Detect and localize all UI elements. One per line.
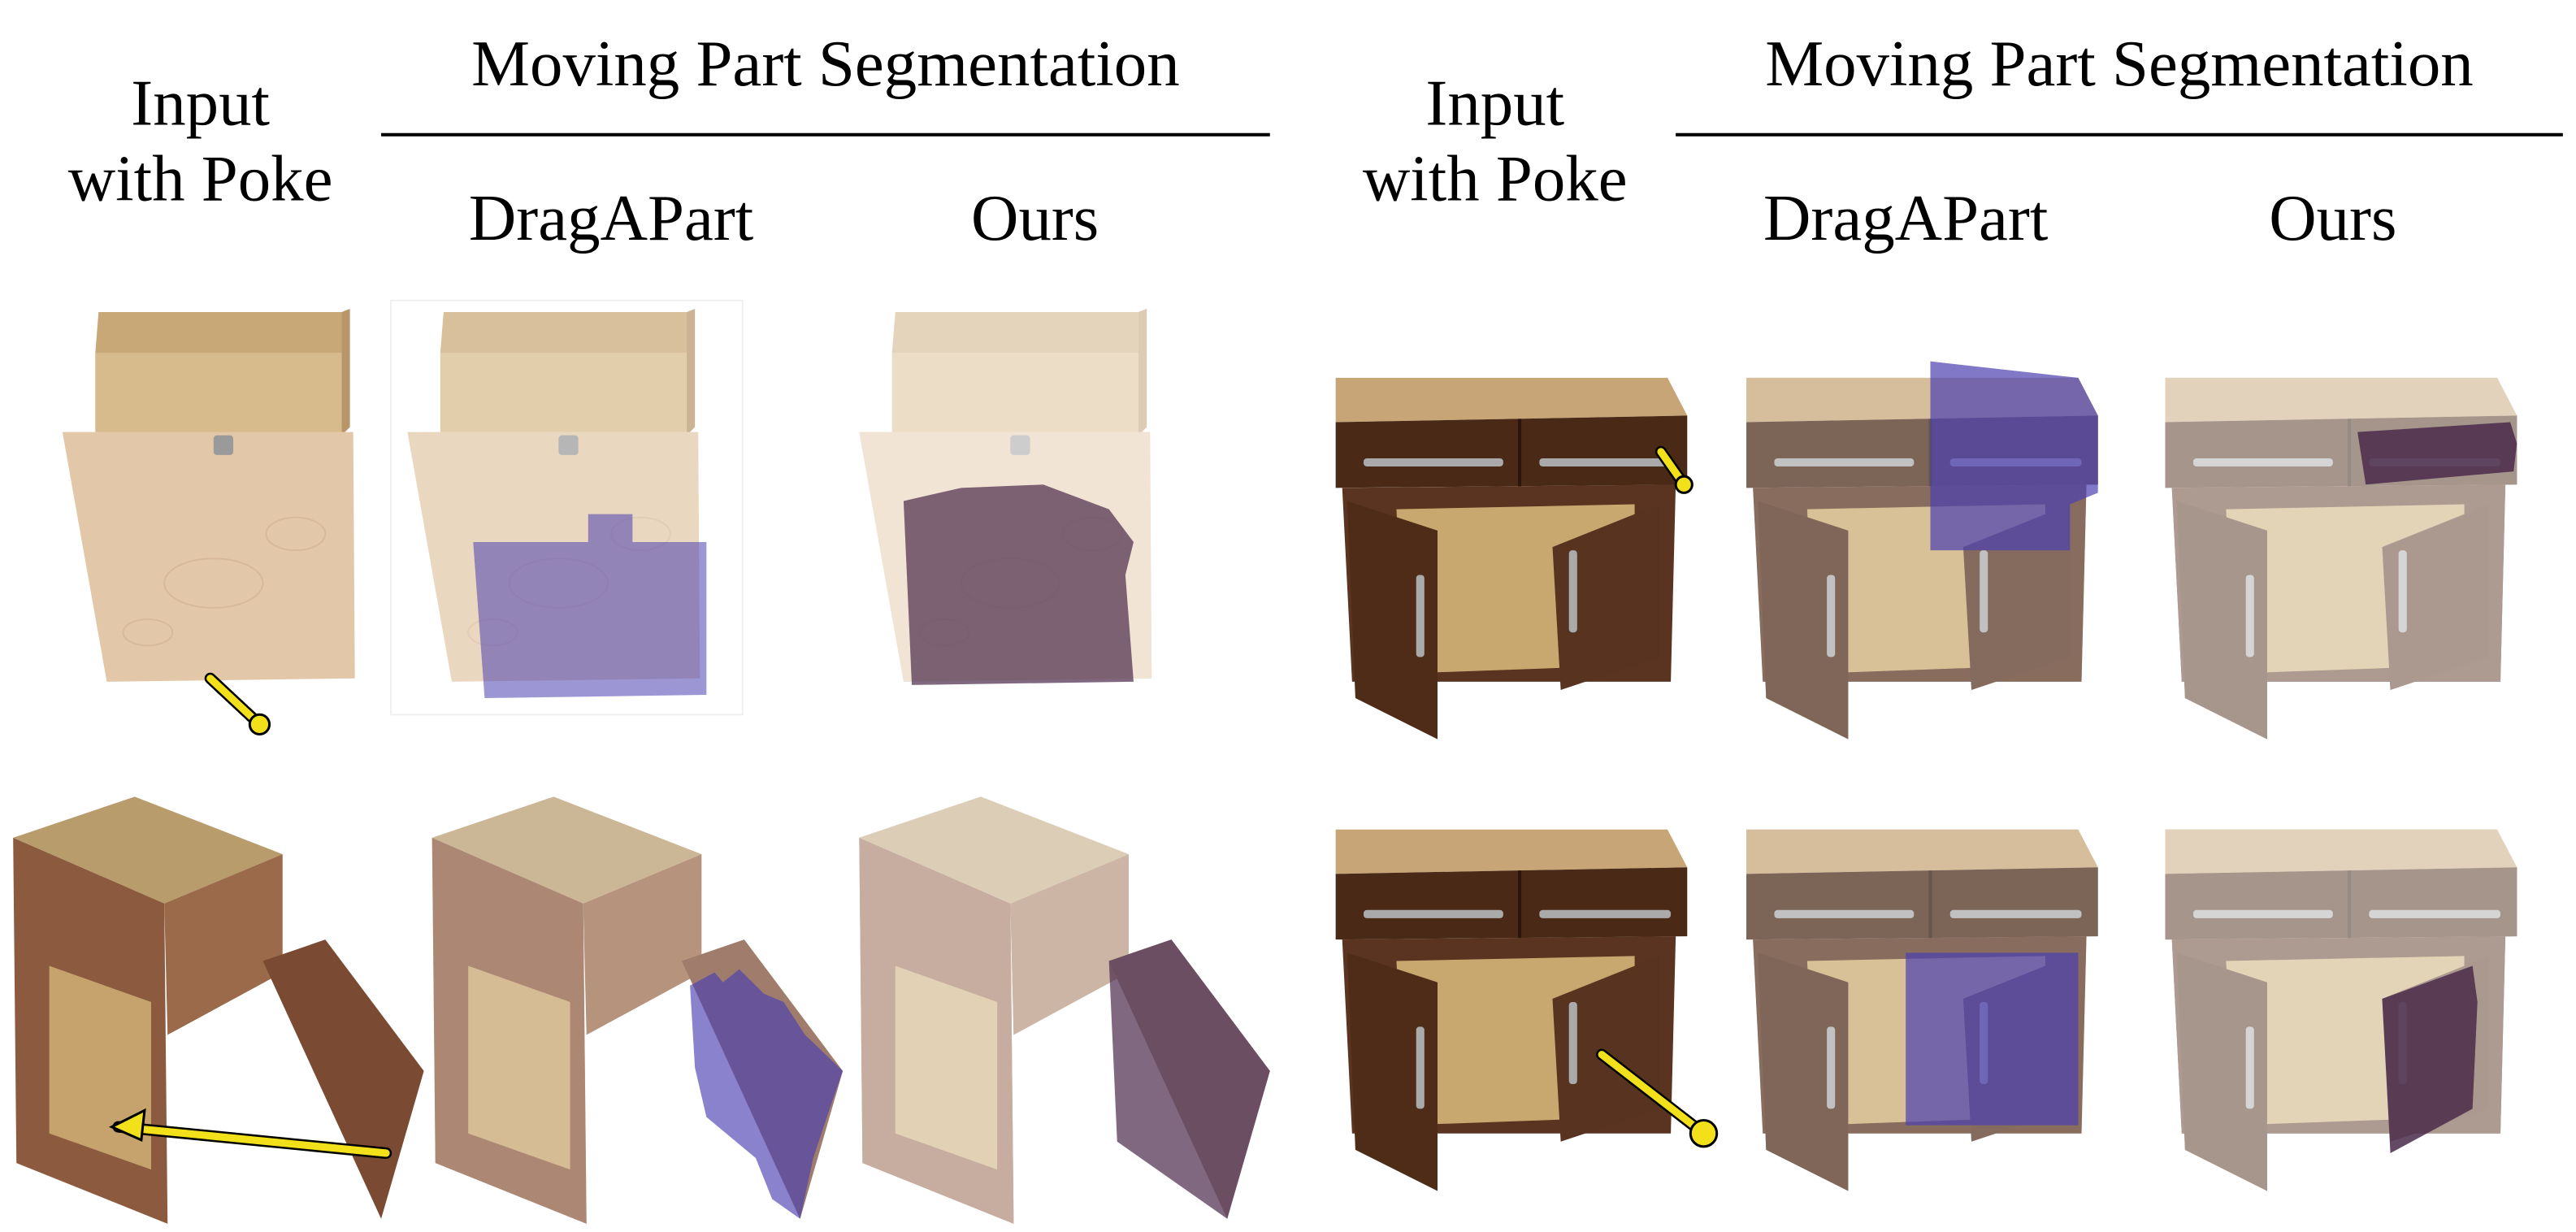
- right-door: [1552, 956, 1659, 1142]
- ours-mask: [2382, 965, 2478, 1153]
- left-door: [1758, 501, 1849, 740]
- cabinet-illustration: [859, 309, 1152, 685]
- row1-left-input-image: [50, 304, 362, 740]
- door-handle-right: [1568, 550, 1577, 633]
- cabinet-illustration: [2165, 829, 2517, 1191]
- cabinet-illustration: [13, 796, 424, 1224]
- right-input-label: Input with Poke: [1331, 66, 1659, 217]
- left-door: [1347, 501, 1438, 740]
- drawer-front: [62, 432, 355, 682]
- right-group-title: Moving Part Segmentation: [1765, 26, 2474, 101]
- left-group-title: Moving Part Segmentation: [471, 26, 1180, 101]
- left-col-dragapart: DragAPart: [468, 180, 754, 255]
- drawer-handle-left: [1774, 458, 1915, 467]
- cabinet-right-frame: [164, 854, 283, 1035]
- drawer-handle-right: [1539, 458, 1672, 467]
- cabinet-top: [13, 796, 283, 904]
- drawer-handle-right: [1539, 909, 1672, 918]
- row2-right-dragapart-image: [1733, 805, 2127, 1199]
- row1-right-dragapart-image: [1733, 354, 2127, 748]
- right-group-rule: [1676, 132, 2563, 137]
- drawer-band: [1335, 415, 1688, 488]
- drawer-handle-left: [1774, 909, 1915, 918]
- door-handle-left: [1827, 1026, 1836, 1109]
- row2-left-input-image: [0, 788, 427, 1224]
- counter-top: [1335, 829, 1688, 874]
- row2-right-input-image: [1322, 805, 1719, 1199]
- poke-arrow-icon: [1596, 1048, 1719, 1148]
- left-input-label: Input with Poke: [36, 66, 364, 217]
- row1-right-ours-image: [2152, 354, 2546, 748]
- cabinet-right-frame: [583, 854, 702, 1035]
- row2-left-dragapart-image: [419, 788, 847, 1224]
- cabinet-door: [262, 939, 424, 1219]
- fade-overlay: [2165, 829, 2517, 1191]
- left-door: [1758, 952, 1849, 1191]
- counter-top: [1746, 829, 2098, 874]
- cabinet-side: [341, 309, 350, 436]
- fade-overlay: [2165, 377, 2517, 740]
- row1-left-ours-image: [846, 304, 1158, 714]
- door-handle-left: [1827, 575, 1836, 657]
- cabinet-illustration: [859, 796, 1270, 1224]
- cabinet-illustration: [2165, 377, 2517, 740]
- dragapart-mask: [1906, 952, 2079, 1126]
- door-handle-right: [1568, 1001, 1577, 1085]
- cabinet-top: [432, 796, 702, 904]
- drawer-handle: [558, 435, 579, 455]
- cabinet-illustration: [432, 796, 843, 1224]
- left-col-ours: Ours: [971, 180, 1099, 255]
- cabinet-top: [440, 312, 691, 354]
- input-label-line2: with Poke: [1362, 141, 1628, 215]
- row2-left-ours-image: [846, 788, 1273, 1224]
- cabinet-illustration: [62, 309, 355, 736]
- poke-arrow-icon: [112, 1121, 392, 1160]
- cabinet-top: [95, 312, 345, 354]
- drawer-band: [1335, 867, 1688, 940]
- drawer-handle-left: [1364, 909, 1503, 918]
- dragapart-mask: [1930, 361, 2098, 551]
- door-handle-left: [1416, 575, 1425, 657]
- right-door: [1962, 504, 2071, 690]
- right-col-ours: Ours: [2269, 180, 2397, 255]
- cabinet-interior: [468, 965, 570, 1170]
- row1-left-dragapart-image: [390, 299, 744, 716]
- cabinet-illustration: [1746, 361, 2098, 740]
- input-label-line1: Input: [1425, 65, 1565, 140]
- ours-mask: [2357, 422, 2517, 485]
- dragapart-mask: [473, 514, 707, 699]
- drawer-band: [1746, 867, 2098, 940]
- poke-arrow-icon: [204, 672, 271, 736]
- row2-right-ours-image: [2152, 805, 2546, 1199]
- arrow-head-icon: [108, 1108, 146, 1143]
- cabinet-side: [687, 309, 696, 436]
- cabinet-illustration: [1335, 829, 1719, 1191]
- cabinet-box-front: [440, 353, 687, 436]
- drawer-handle-right: [1949, 909, 2082, 918]
- ours-mask: [903, 484, 1134, 685]
- poke-arrow-icon: [1654, 445, 1693, 494]
- right-col-dragapart: DragAPart: [1763, 180, 2049, 255]
- wood-grain: [122, 516, 327, 647]
- door-handle-right: [1980, 550, 1988, 633]
- cabinet-box-front: [95, 353, 342, 436]
- counter-top: [1335, 377, 1688, 423]
- cabinet-illustration: [1335, 377, 1693, 740]
- drawer-handle-left: [1364, 458, 1503, 467]
- input-label-line1: Input: [131, 65, 271, 140]
- right-door: [1552, 504, 1659, 690]
- cabinet-illustration: [390, 299, 744, 716]
- drawer-handle: [213, 435, 234, 455]
- cabinet-illustration: [1746, 829, 2098, 1191]
- door-handle-left: [1416, 1026, 1425, 1109]
- input-label-line2: with Poke: [67, 141, 333, 215]
- ours-mask: [1108, 939, 1270, 1219]
- left-door: [1347, 952, 1438, 1191]
- row1-right-input-image: [1322, 354, 1716, 748]
- left-group-rule: [381, 132, 1270, 137]
- dragapart-mask: [690, 969, 843, 1219]
